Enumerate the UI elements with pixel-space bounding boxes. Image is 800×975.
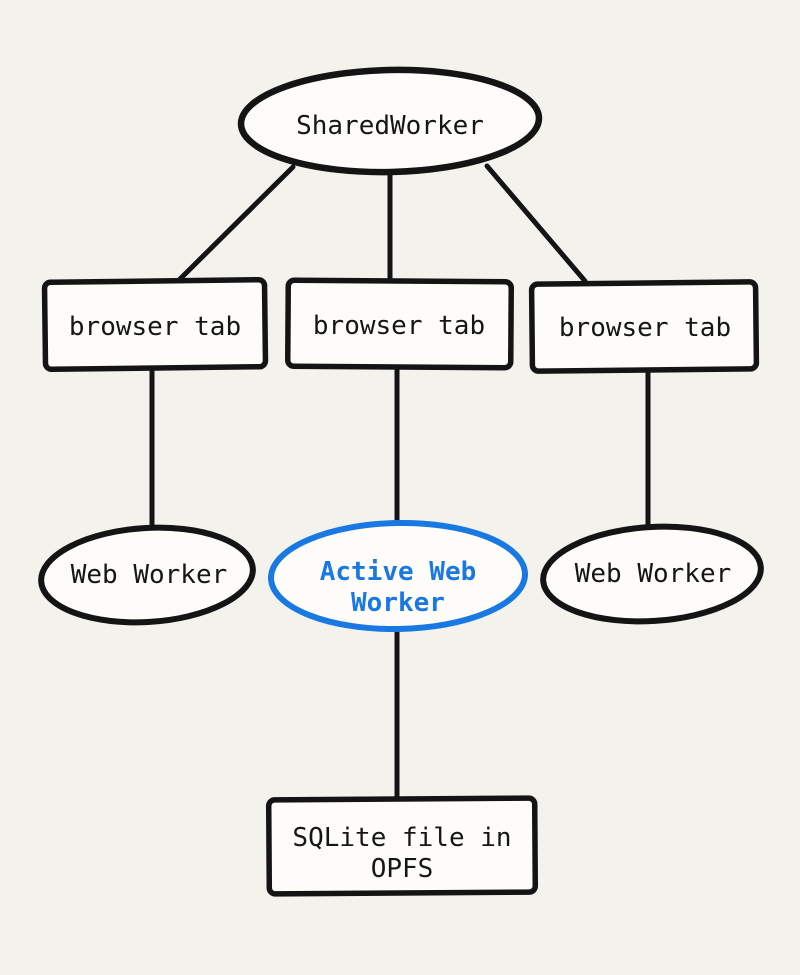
web-worker-left-label: Web Worker (71, 560, 228, 590)
edge-sharedworker-to-tab-right (484, 163, 588, 284)
node-web-worker-right: Web Worker (540, 523, 764, 625)
active-web-worker-line2: Worker (351, 588, 445, 618)
sqlite-opfs-line1: SQLite file in (292, 823, 511, 853)
node-browser-tab-center: browser tab (284, 277, 515, 371)
edges (149, 163, 651, 802)
active-web-worker-line1: Active Web (320, 557, 477, 587)
web-worker-right-ellipse (540, 523, 764, 625)
node-browser-tab-left: browser tab (41, 276, 269, 373)
shared-worker-label: SharedWorker (296, 111, 484, 141)
web-worker-left-ellipse (38, 524, 256, 626)
browser-tab-left-box (41, 276, 269, 373)
browser-tab-center-box (284, 277, 515, 371)
web-worker-right-label: Web Worker (575, 559, 732, 589)
active-web-worker-ellipse (268, 519, 528, 633)
node-web-worker-left: Web Worker (38, 524, 256, 626)
browser-tab-right-box (528, 279, 760, 374)
browser-tab-left-label: browser tab (69, 312, 241, 342)
node-shared-worker: SharedWorker (237, 66, 543, 176)
browser-tab-center-label: browser tab (313, 311, 485, 341)
edge-sharedworker-to-tab-left (175, 164, 296, 284)
browser-tab-right-label: browser tab (559, 313, 731, 343)
shared-worker-ellipse (237, 66, 543, 176)
node-browser-tab-right: browser tab (528, 279, 760, 374)
sqlite-opfs-box (265, 795, 539, 897)
sqlite-opfs-line2: OPFS (371, 854, 434, 884)
